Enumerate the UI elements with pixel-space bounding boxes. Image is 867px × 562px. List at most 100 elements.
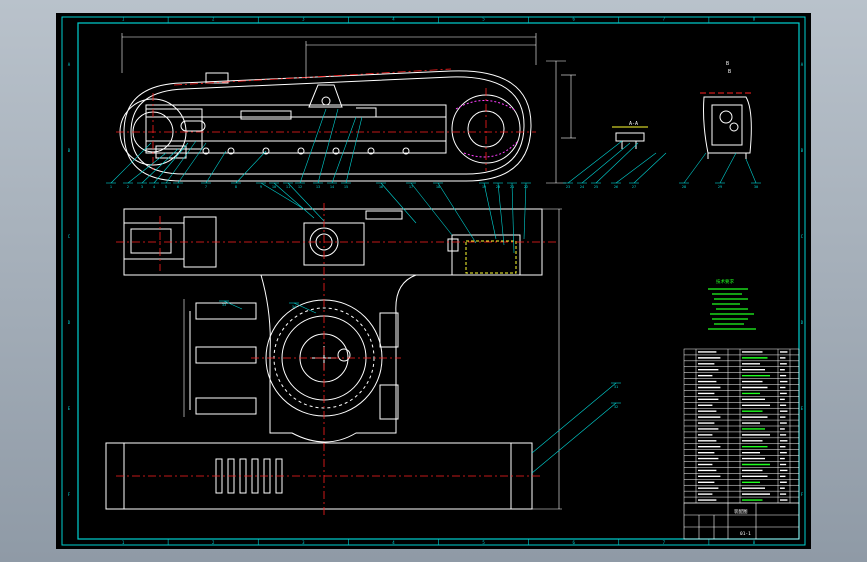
technical-notes: 技术要求	[708, 278, 756, 330]
column-mark: 5	[482, 540, 485, 545]
callout-label: 28	[682, 185, 686, 189]
guide-rail	[356, 107, 377, 117]
motor-hatched	[465, 240, 517, 274]
column-mark: 6	[572, 17, 575, 22]
callout-label: 27	[632, 185, 636, 189]
callout-label: 34	[292, 305, 296, 309]
tensioner-box	[145, 108, 203, 150]
column-mark: 4	[392, 540, 395, 545]
row-mark: C	[68, 234, 71, 239]
column-mark: 1	[122, 17, 125, 22]
sprocket-hatch	[463, 140, 519, 158]
callout-label: 8	[235, 185, 237, 189]
leader-line	[331, 116, 357, 184]
leader-line	[287, 182, 325, 222]
leader-line	[437, 182, 477, 244]
column-mark: 7	[663, 540, 666, 545]
sprocket-hatch	[455, 100, 517, 112]
leader-line	[345, 116, 363, 184]
track-frame	[145, 104, 447, 154]
sheet-number: 01-1	[740, 531, 751, 537]
callout-label: 25	[594, 185, 598, 189]
leader-line	[299, 108, 327, 184]
section-mark-b-view: B	[728, 69, 731, 75]
leader-line	[380, 182, 417, 224]
spring-box	[240, 110, 292, 120]
callout-label: 1	[110, 185, 112, 189]
leader-line	[293, 302, 317, 314]
column-mark: 8	[753, 540, 756, 545]
column-mark: 2	[212, 17, 215, 22]
column-mark: 2	[212, 540, 215, 545]
slew-cross-hole	[337, 348, 351, 362]
section-a-a-part	[612, 126, 648, 149]
column-mark: 6	[572, 540, 575, 545]
column-mark: 1	[122, 540, 125, 545]
plan-view-centerlines	[116, 203, 556, 518]
leader-line	[483, 182, 497, 240]
callout-label: 5	[165, 185, 167, 189]
leader-line	[595, 142, 639, 184]
callout-label: 33	[222, 303, 226, 307]
plan-view-dimensions	[183, 208, 562, 510]
callout-label: 3	[141, 185, 143, 189]
row-mark: E	[68, 406, 71, 411]
lower-plate	[155, 145, 187, 159]
bottom-rollers	[202, 147, 410, 155]
side-lug	[195, 302, 257, 320]
leader-line	[205, 150, 227, 184]
leader-line	[523, 182, 527, 240]
leader-line	[497, 182, 505, 246]
callout-label: 29	[718, 185, 722, 189]
column-mark: 8	[753, 17, 756, 22]
row-mark: D	[68, 320, 71, 325]
title-block-caption: 装配图	[734, 508, 748, 515]
callout-label: 30	[754, 185, 758, 189]
row-mark: F	[801, 492, 804, 497]
column-mark: 3	[302, 17, 305, 22]
leader-line	[511, 182, 515, 254]
beam-end-block	[123, 222, 185, 260]
leader-line	[223, 300, 243, 310]
top-view-centerlines	[116, 68, 536, 173]
bracket-pin	[321, 96, 331, 106]
row-mark: B	[68, 148, 71, 153]
callout-label: 22	[524, 185, 528, 189]
centre-bracket	[308, 84, 343, 108]
callout-label: 11	[286, 185, 290, 189]
callout-label: 10	[272, 185, 276, 189]
row-mark: D	[801, 320, 804, 325]
callout-label: 16	[379, 185, 383, 189]
column-mark: 3	[302, 540, 305, 545]
slewing-block	[303, 222, 365, 266]
callout-label: 18	[436, 185, 440, 189]
track-side-view	[119, 70, 532, 182]
row-mark: B	[801, 148, 804, 153]
leader-line	[153, 142, 189, 184]
row-mark: E	[801, 406, 804, 411]
notes-title: 技术要求	[716, 278, 734, 285]
track-belt-outline	[123, 70, 532, 182]
note-lines	[708, 288, 756, 330]
callout-label: 20	[496, 185, 500, 189]
leader-line	[177, 142, 207, 184]
row-mark: A	[68, 62, 71, 67]
leader-line	[273, 182, 315, 219]
callout-label: 17	[409, 185, 413, 189]
base-body	[260, 274, 417, 443]
beam-end-inner	[130, 228, 172, 254]
leader-line	[531, 402, 617, 474]
side-view-b	[700, 92, 754, 159]
leader-line	[719, 152, 737, 184]
leader-line	[633, 152, 667, 184]
row-mark: A	[801, 62, 804, 67]
leader-line	[165, 140, 197, 184]
parts-list	[683, 348, 800, 504]
grille	[365, 210, 403, 220]
leader-line	[567, 140, 623, 184]
